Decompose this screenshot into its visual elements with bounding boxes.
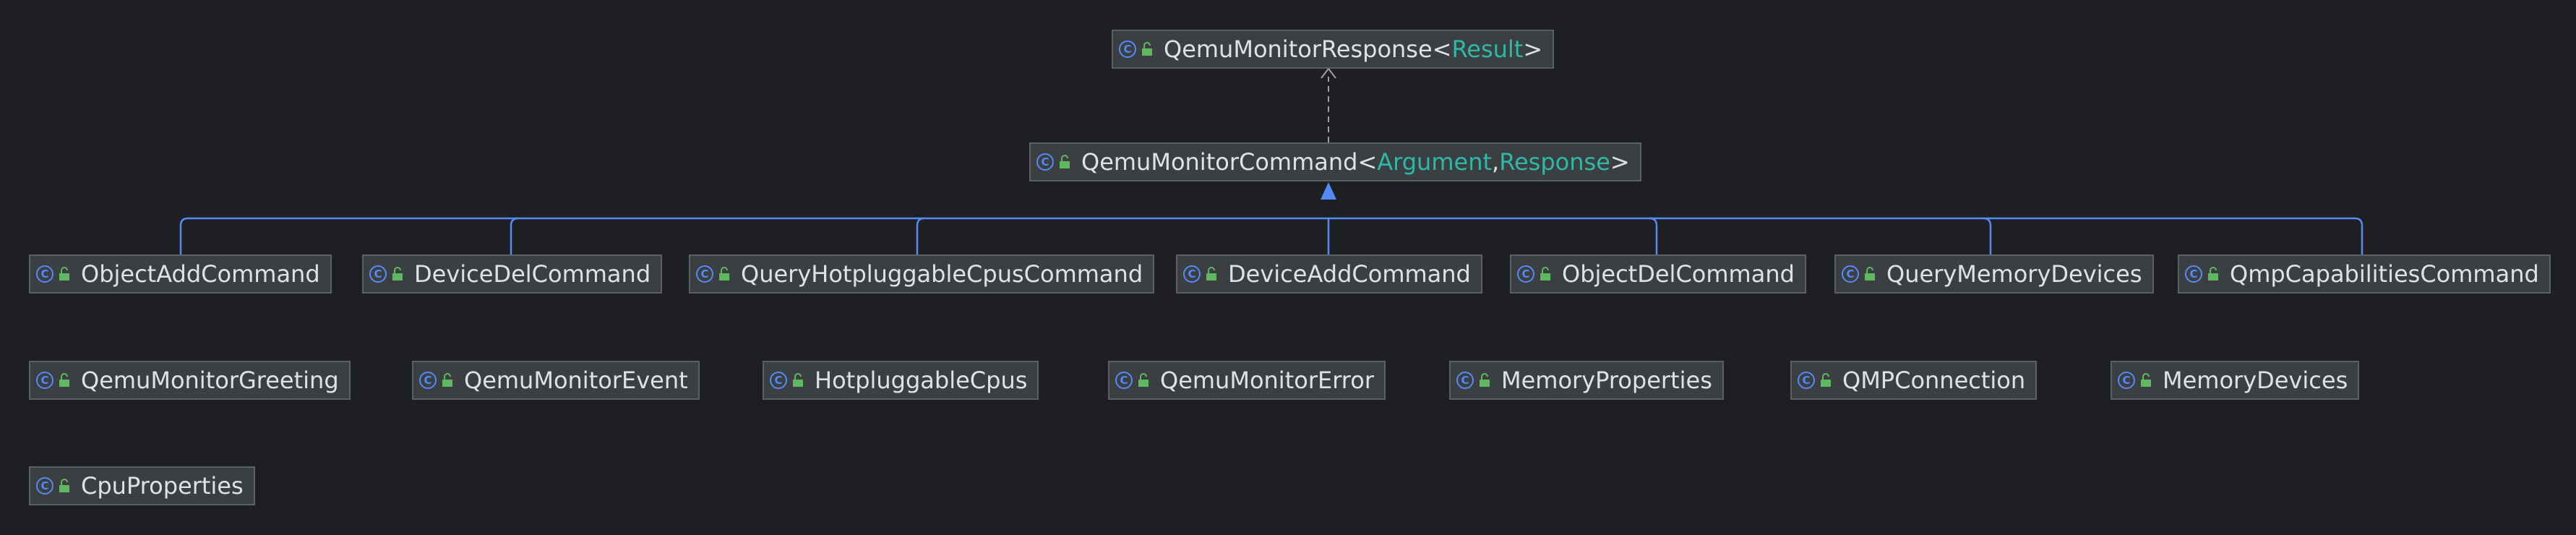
class-icon: C — [1456, 372, 1474, 389]
class-icon: C — [1119, 40, 1136, 58]
class-name: QMPConnection — [1842, 367, 2026, 394]
public-lock-icon — [59, 479, 69, 492]
type-parameter: Result — [1451, 35, 1524, 63]
class-name: QemuMonitorResponse — [1164, 35, 1433, 63]
class-name: QemuMonitorGreeting — [81, 367, 339, 394]
public-lock-icon — [2141, 373, 2151, 387]
public-lock-icon — [1480, 373, 1490, 387]
class-icon: C — [36, 265, 53, 283]
class-icon: C — [770, 372, 787, 389]
class-icon: C — [1798, 372, 1815, 389]
class-node-objectaddcommand[interactable]: C ObjectAddCommand — [29, 254, 332, 294]
class-icon: C — [1036, 153, 1054, 171]
class-name: DeviceDelCommand — [414, 260, 651, 288]
public-lock-icon — [59, 267, 69, 281]
public-lock-icon — [1540, 267, 1550, 281]
class-icon: C — [2118, 372, 2135, 389]
class-name: DeviceAddCommand — [1228, 260, 1471, 288]
class-name: ObjectDelCommand — [1562, 260, 1795, 288]
class-node-querymemorydevices[interactable]: C QueryMemoryDevices — [1834, 254, 2154, 294]
class-icon: C — [419, 372, 437, 389]
class-name: MemoryDevices — [2163, 367, 2348, 394]
class-icon: C — [1115, 372, 1133, 389]
public-lock-icon — [1142, 42, 1152, 56]
class-node-memoryproperties[interactable]: C MemoryProperties — [1449, 361, 1724, 400]
class-name: QueryMemoryDevices — [1886, 260, 2142, 288]
public-lock-icon — [1206, 267, 1216, 281]
public-lock-icon — [1865, 267, 1875, 281]
public-lock-icon — [1138, 373, 1149, 387]
class-icon: C — [1517, 265, 1534, 283]
class-name: QemuMonitorEvent — [464, 367, 688, 394]
class-node-qmpcapabilitiescommand[interactable]: C QmpCapabilitiesCommand — [2178, 254, 2551, 294]
public-lock-icon — [2208, 267, 2218, 281]
class-name: CpuProperties — [81, 472, 244, 500]
class-icon: C — [696, 265, 713, 283]
class-node-qemumonitorcommand[interactable]: C QemuMonitorCommand<Argument, Response> — [1029, 142, 1641, 181]
class-node-queryhotpluggablecpuscommand[interactable]: C QueryHotpluggableCpusCommand — [689, 254, 1155, 294]
public-lock-icon — [59, 373, 69, 387]
public-lock-icon — [719, 267, 729, 281]
class-icon: C — [36, 477, 53, 495]
class-node-qemumonitorresponse[interactable]: C QemuMonitorResponse<Result> — [1112, 30, 1555, 69]
type-parameter: Argument — [1377, 148, 1493, 176]
edge-objectaddcommand — [179, 217, 1328, 254]
class-node-objectdelcommand[interactable]: C ObjectDelCommand — [1510, 254, 1806, 294]
class-icon: C — [369, 265, 387, 283]
class-name: HotpluggableCpus — [815, 367, 1028, 394]
class-node-hotpluggablecpus[interactable]: C HotpluggableCpus — [763, 361, 1039, 400]
class-name: QemuMonitorCommand — [1081, 148, 1358, 176]
class-node-deviceaddcommand[interactable]: C DeviceAddCommand — [1176, 254, 1482, 294]
class-node-qemumonitorgreeting[interactable]: C QemuMonitorGreeting — [29, 361, 351, 400]
class-name: QmpCapabilitiesCommand — [2230, 260, 2539, 288]
type-parameter: Response — [1499, 148, 1610, 176]
edge-queryhotpluggablecpuscommand — [916, 217, 925, 254]
class-node-qmpconnection[interactable]: C QMPConnection — [1790, 361, 2038, 400]
class-name: ObjectAddCommand — [81, 260, 320, 288]
edge-devicedelcommand — [510, 217, 519, 254]
edge-qmpcapabilitiescommand — [1328, 217, 2364, 254]
class-icon: C — [36, 372, 53, 389]
class-name: MemoryProperties — [1501, 367, 1712, 394]
public-lock-icon — [1060, 155, 1070, 168]
class-name: QemuMonitorError — [1160, 367, 1374, 394]
class-name: QueryHotpluggableCpusCommand — [741, 260, 1143, 288]
edge-querymemorydevices — [1983, 217, 1992, 254]
class-node-memorydevices[interactable]: C MemoryDevices — [2111, 361, 2360, 400]
public-lock-icon — [442, 373, 452, 387]
class-icon: C — [1183, 265, 1201, 283]
edge-objectdelcommand — [1649, 217, 1658, 254]
class-icon: C — [1842, 265, 1859, 283]
public-lock-icon — [793, 373, 803, 387]
inheritance-arrowhead — [1321, 182, 1336, 200]
class-node-qemumonitorevent[interactable]: C QemuMonitorEvent — [412, 361, 700, 400]
class-icon: C — [2185, 265, 2202, 283]
class-node-cpuproperties[interactable]: C CpuProperties — [29, 466, 255, 505]
class-node-qemumonitorerror[interactable]: C QemuMonitorError — [1108, 361, 1386, 400]
public-lock-icon — [392, 267, 403, 281]
implements-arrowhead — [1321, 67, 1336, 79]
class-node-devicedelcommand[interactable]: C DeviceDelCommand — [362, 254, 663, 294]
public-lock-icon — [1821, 373, 1831, 387]
